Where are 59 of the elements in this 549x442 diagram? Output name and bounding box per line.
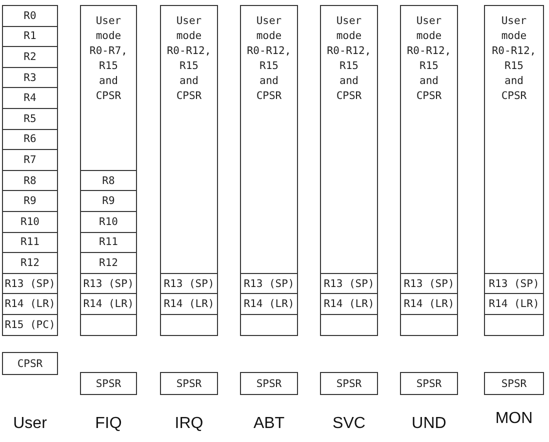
shared-registers-box: User mode R0-R12, R15 and CPSR bbox=[240, 5, 298, 274]
register-cell: R13 (SP) bbox=[80, 272, 137, 294]
status-register-cell: CPSR bbox=[2, 352, 58, 375]
register-cell: R8 bbox=[80, 170, 137, 192]
register-cell: R13 (SP) bbox=[484, 272, 544, 294]
register-cell: R10 bbox=[2, 211, 58, 233]
register-cell: R13 (SP) bbox=[240, 272, 298, 294]
register-cell: R11 bbox=[2, 232, 58, 254]
register-cell: R6 bbox=[2, 128, 58, 150]
register-cell: R5 bbox=[2, 108, 58, 130]
shared-registers-box: User mode R0-R12, R15 and CPSR bbox=[484, 5, 544, 274]
register-cell: R11 bbox=[80, 232, 137, 254]
register-cell: R14 (LR) bbox=[80, 293, 137, 315]
register-cell: R14 (LR) bbox=[2, 293, 58, 315]
register-cell: R7 bbox=[2, 149, 58, 171]
register-cell: R8 bbox=[2, 170, 58, 192]
mode-label: MON bbox=[494, 410, 534, 428]
register-cell: R3 bbox=[2, 66, 58, 88]
register-cell: R14 (LR) bbox=[484, 293, 544, 315]
shared-registers-box: User mode R0-R12, R15 and CPSR bbox=[400, 5, 458, 274]
status-register-cell: SPSR bbox=[80, 372, 137, 395]
mode-label: ABT bbox=[252, 415, 286, 433]
status-register-cell: SPSR bbox=[400, 372, 458, 395]
empty-register-cell bbox=[80, 314, 137, 336]
empty-register-cell bbox=[320, 314, 378, 336]
shared-registers-box: User mode R0-R7, R15 and CPSR bbox=[80, 5, 137, 171]
register-cell: R10 bbox=[80, 211, 137, 233]
mode-label: FIQ bbox=[94, 415, 123, 433]
shared-registers-box: User mode R0-R12, R15 and CPSR bbox=[320, 5, 378, 274]
register-cell: R14 (LR) bbox=[240, 293, 298, 315]
register-cell: R9 bbox=[80, 190, 137, 212]
register-cell: R9 bbox=[2, 190, 58, 212]
register-cell: R0 bbox=[2, 5, 58, 27]
empty-register-cell bbox=[400, 314, 458, 336]
mode-label: UND bbox=[410, 415, 448, 433]
register-cell: R13 (SP) bbox=[320, 272, 378, 294]
status-register-cell: SPSR bbox=[320, 372, 378, 395]
empty-register-cell bbox=[240, 314, 298, 336]
mode-label: IRQ bbox=[174, 415, 204, 433]
register-cell: R13 (SP) bbox=[2, 272, 58, 294]
shared-registers-box: User mode R0-R12, R15 and CPSR bbox=[160, 5, 218, 274]
register-cell: R13 (SP) bbox=[160, 272, 218, 294]
register-cell: R13 (SP) bbox=[400, 272, 458, 294]
register-cell: R14 (LR) bbox=[320, 293, 378, 315]
status-register-cell: SPSR bbox=[160, 372, 218, 395]
status-register-cell: SPSR bbox=[484, 372, 544, 395]
register-cell: R14 (LR) bbox=[400, 293, 458, 315]
register-cell: R15 (PC) bbox=[2, 314, 58, 336]
register-cell: R1 bbox=[2, 26, 58, 48]
mode-label: User bbox=[12, 415, 48, 433]
register-cell: R2 bbox=[2, 46, 58, 68]
register-cell: R12 bbox=[80, 252, 137, 274]
status-register-cell: SPSR bbox=[240, 372, 298, 395]
empty-register-cell bbox=[160, 314, 218, 336]
register-cell: R4 bbox=[2, 87, 58, 109]
mode-label: SVC bbox=[332, 415, 366, 433]
register-cell: R12 bbox=[2, 252, 58, 274]
empty-register-cell bbox=[484, 314, 544, 336]
register-cell: R14 (LR) bbox=[160, 293, 218, 315]
